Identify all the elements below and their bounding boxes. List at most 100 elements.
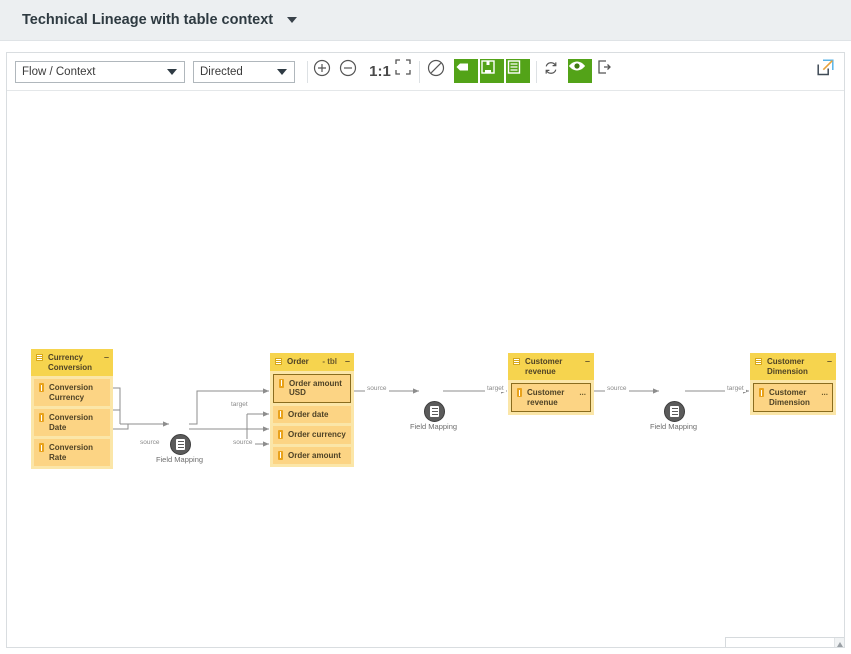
column-list: Conversion Currency Conversion Date Conv… — [31, 376, 113, 469]
field-mapping-label: Field Mapping — [409, 422, 458, 431]
show-snapshot-button[interactable] — [480, 59, 504, 83]
field-mapping-node[interactable] — [664, 401, 685, 422]
column-row[interactable]: Conversion Rate — [34, 439, 110, 466]
column-icon — [39, 413, 44, 422]
direction-value: Directed — [200, 66, 243, 78]
table-suffix: - tbl — [322, 357, 337, 366]
legend-scrollbar[interactable] — [834, 638, 844, 647]
table-icon — [513, 358, 520, 365]
table-icon — [275, 358, 282, 365]
column-row[interactable]: Conversion Date — [34, 409, 110, 436]
column-row[interactable]: Order amount — [273, 446, 351, 464]
column-icon — [759, 388, 764, 397]
refresh-button[interactable] — [542, 59, 566, 83]
table-header[interactable]: Currency Conversion – — [31, 349, 113, 376]
column-row[interactable]: Order date — [273, 405, 351, 423]
edge-label-source: source — [365, 385, 389, 392]
edge-label-target: target — [229, 401, 250, 408]
toolbar-divider — [307, 61, 308, 83]
legend-panel: Legend Column Table Field Mapping — [725, 637, 844, 647]
direction-select[interactable]: Directed — [193, 61, 295, 83]
column-row[interactable]: Conversion Currency — [34, 379, 110, 406]
column-name: Order amount USD — [289, 378, 342, 398]
column-list: Customer revenue ... — [508, 380, 594, 415]
column-icon — [278, 430, 283, 439]
column-name: Conversion Currency — [49, 383, 94, 402]
open-external-icon — [817, 59, 834, 76]
table-name: Currency Conversion — [48, 353, 93, 372]
column-name: Customer Dimension — [769, 388, 810, 407]
lineage-view-selector[interactable]: Technical Lineage with table context — [10, 6, 310, 34]
view-mode-select[interactable]: Flow / Context — [15, 61, 185, 83]
field-mapping-icon — [176, 439, 185, 450]
column-name: Order amount — [288, 450, 341, 460]
chevron-up-icon[interactable] — [837, 642, 843, 647]
zoom-in-icon — [313, 59, 331, 77]
table-header[interactable]: Customer Dimension – — [750, 353, 836, 380]
column-list: Customer Dimension ... — [750, 380, 836, 415]
field-mapping-node[interactable] — [424, 401, 445, 422]
column-ellipsis: ... — [579, 388, 586, 397]
toolbar-divider — [536, 61, 537, 83]
collapse-toggle[interactable]: – — [826, 356, 832, 366]
table-header[interactable]: Customer revenue – — [508, 353, 594, 380]
zoom-in-button[interactable] — [313, 59, 337, 83]
zoom-reset-button[interactable]: 1:1 — [369, 62, 391, 80]
edge-label-target: target — [725, 385, 746, 392]
column-row[interactable]: Order amount USD — [273, 373, 351, 403]
export-icon — [598, 60, 611, 74]
list-icon — [507, 60, 521, 74]
collapse-toggle[interactable]: – — [103, 352, 109, 362]
column-name: Conversion Rate — [49, 443, 94, 462]
column-name: Order currency — [288, 430, 346, 439]
table-node-customer-revenue[interactable]: Customer revenue – Customer revenue ... — [508, 353, 594, 415]
field-mapping-node[interactable] — [170, 434, 191, 455]
open-new-window-button[interactable] — [817, 59, 841, 83]
graph-toolbar: Flow / Context Directed 1:1 — [7, 53, 844, 91]
column-icon — [279, 378, 284, 388]
table-node-customer-dimension[interactable]: Customer Dimension – Customer Dimension … — [750, 353, 836, 415]
table-node-order[interactable]: Order - tbl – Order amount USD Order dat… — [270, 353, 354, 467]
lineage-graph-canvas[interactable]: Currency Conversion – Conversion Currenc… — [7, 91, 844, 647]
column-icon — [39, 443, 44, 452]
field-mapping-icon — [670, 406, 679, 417]
collapse-toggle[interactable]: – — [584, 356, 590, 366]
edge-label-source: source — [138, 439, 162, 446]
field-mapping-label: Field Mapping — [155, 455, 204, 464]
graph-edges — [112, 387, 749, 447]
zoom-out-button[interactable] — [339, 59, 363, 83]
refresh-icon — [545, 62, 557, 74]
table-name: Customer revenue — [525, 357, 563, 376]
table-name: Order — [287, 357, 309, 366]
column-icon — [39, 383, 44, 392]
table-node-currency-conversion[interactable]: Currency Conversion – Conversion Currenc… — [31, 349, 113, 469]
fit-to-screen-button[interactable] — [395, 59, 419, 83]
view-mode-value: Flow / Context — [22, 66, 96, 78]
table-icon — [36, 354, 43, 361]
no-overlay-button[interactable] — [427, 59, 451, 83]
edge-label-target: target — [485, 385, 506, 392]
column-row[interactable]: Customer revenue ... — [511, 383, 591, 412]
table-header[interactable]: Order - tbl – — [270, 353, 354, 371]
column-list: Order amount USD Order date Order curren… — [270, 370, 354, 467]
collapse-toggle[interactable]: – — [344, 356, 350, 366]
lineage-panel: Flow / Context Directed 1:1 — [6, 52, 845, 648]
column-icon — [278, 450, 283, 460]
chevron-down-icon — [287, 17, 298, 23]
column-row[interactable]: Order currency — [273, 426, 351, 444]
export-button[interactable] — [596, 59, 620, 83]
show-labels-button[interactable] — [454, 59, 478, 83]
toolbar-divider — [419, 61, 420, 83]
edge-label-source: source — [231, 439, 255, 446]
column-row[interactable]: Customer Dimension ... — [753, 383, 833, 412]
prohibited-icon — [427, 59, 445, 77]
edge-label-source: source — [605, 385, 629, 392]
show-list-button[interactable] — [506, 59, 530, 83]
column-name: Order date — [288, 409, 329, 419]
table-name: Customer Dimension — [767, 357, 808, 376]
visibility-button[interactable] — [568, 59, 592, 83]
table-icon — [755, 358, 762, 365]
title-bar: Technical Lineage with table context — [0, 0, 851, 41]
column-name: Conversion Date — [49, 413, 94, 432]
column-icon — [278, 409, 283, 419]
